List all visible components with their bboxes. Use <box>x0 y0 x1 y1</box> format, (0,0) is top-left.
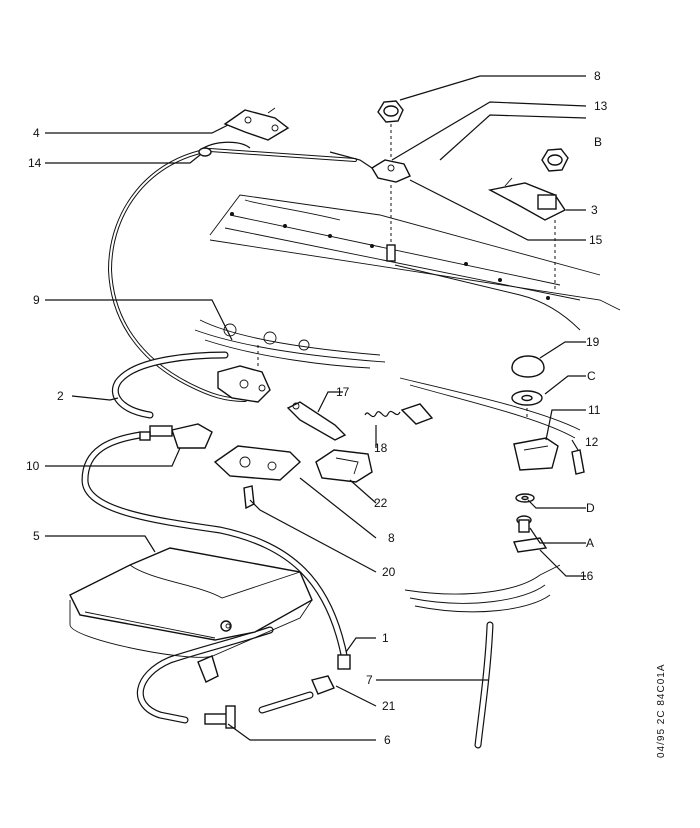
label-20: 20 <box>382 565 396 579</box>
label-16: 16 <box>580 569 594 583</box>
washer-hoses <box>81 351 494 749</box>
label-10: 10 <box>26 459 40 473</box>
washer-d <box>515 493 535 503</box>
nut-8 <box>377 100 404 160</box>
label-6: 6 <box>384 733 391 747</box>
label-18: 18 <box>374 441 388 455</box>
check-valve-21 <box>311 654 351 695</box>
label-15: 15 <box>589 233 603 247</box>
lock-3 <box>487 177 567 290</box>
label-8-bottom: 8 <box>388 531 395 545</box>
label-12: 12 <box>585 435 599 449</box>
label-c: C <box>587 369 596 383</box>
side-reference-code: 04/95 2C 84C01A <box>656 663 667 758</box>
label-b: B <box>594 135 602 149</box>
catch-8b <box>213 445 302 510</box>
label-2: 2 <box>57 389 64 403</box>
label-13: 13 <box>594 99 608 113</box>
bracket-13 <box>371 159 411 183</box>
label-8-top: 8 <box>594 69 601 83</box>
striker-15 <box>386 185 396 262</box>
label-1: 1 <box>382 631 389 645</box>
label-5: 5 <box>33 529 40 543</box>
tee-6 <box>204 705 236 729</box>
label-19: 19 <box>586 335 600 349</box>
label-9: 9 <box>33 293 40 307</box>
nut-b <box>541 148 569 172</box>
label-17: 17 <box>336 385 350 399</box>
label-d: D <box>586 501 595 515</box>
callout-labels: 8 13 4 B 14 3 15 9 19 C 17 11 2 12 18 10… <box>26 69 608 747</box>
cover-22 <box>315 449 373 483</box>
label-11: 11 <box>588 403 601 417</box>
lever-17 <box>286 401 347 441</box>
reservoir-5 <box>69 547 313 658</box>
leader-lines <box>45 75 587 741</box>
label-3: 3 <box>591 203 598 217</box>
label-4: 4 <box>33 126 40 140</box>
pump-10 <box>139 423 213 449</box>
latch-9 <box>217 345 271 403</box>
clip-12 <box>571 449 585 475</box>
bolt-a <box>516 515 532 533</box>
body-panel <box>194 194 621 613</box>
spring-18 <box>364 403 434 425</box>
bracket-4 <box>223 107 290 141</box>
release-cable <box>107 141 373 402</box>
washer-c <box>511 390 543 420</box>
bump-stop-19 <box>511 355 545 378</box>
connector-20 <box>197 655 219 683</box>
support-11 <box>513 437 559 471</box>
label-14: 14 <box>28 156 42 170</box>
label-a: A <box>586 536 594 550</box>
label-7: 7 <box>366 673 373 687</box>
pad-16 <box>513 537 548 553</box>
label-22: 22 <box>374 496 388 510</box>
label-21: 21 <box>382 699 396 713</box>
